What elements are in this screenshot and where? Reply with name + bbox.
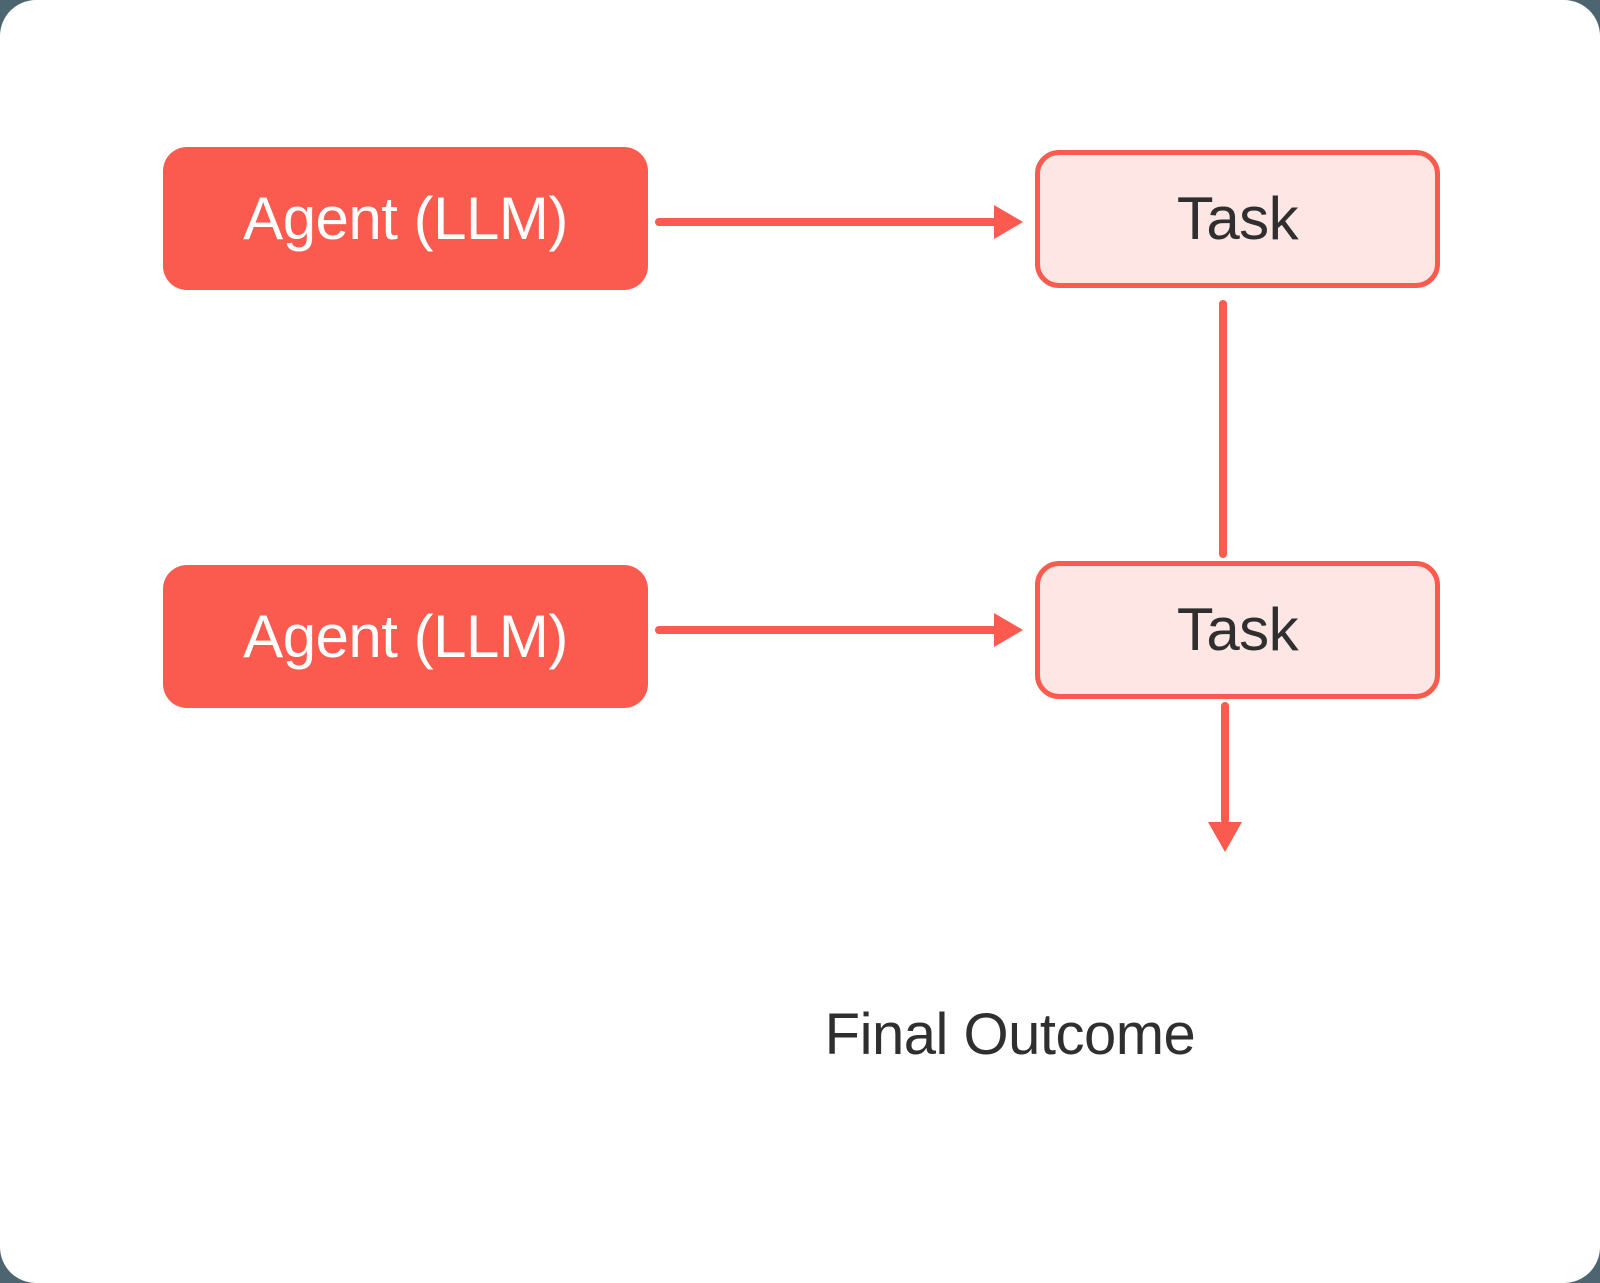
edge-agent1-task1-line xyxy=(655,218,1010,226)
task-node-1[interactable]: Task xyxy=(1035,150,1440,288)
task-node-2-label: Task xyxy=(1176,596,1299,663)
agent-node-2-label: Agent (LLM) xyxy=(243,602,568,670)
arrow-down-icon xyxy=(1208,822,1242,852)
edge-task2-outcome-line xyxy=(1221,702,1229,824)
agent-node-1[interactable]: Agent (LLM) xyxy=(163,147,648,290)
arrow-right-icon xyxy=(994,205,1023,239)
agent-node-1-label: Agent (LLM) xyxy=(243,184,568,252)
arrow-right-icon xyxy=(994,613,1023,647)
agent-node-2[interactable]: Agent (LLM) xyxy=(163,565,648,708)
final-outcome-label: Final Outcome xyxy=(824,1002,1196,1067)
edge-agent2-task2-line xyxy=(655,626,1010,634)
edge-task1-task2-line xyxy=(1219,300,1227,558)
task-node-2[interactable]: Task xyxy=(1035,561,1440,699)
task-node-1-label: Task xyxy=(1176,185,1299,252)
